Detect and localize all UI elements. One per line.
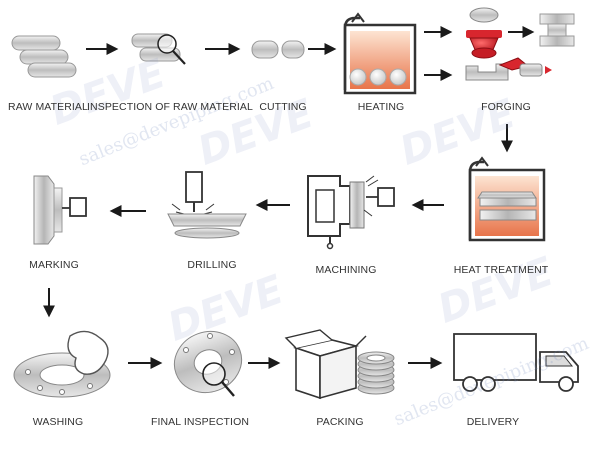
drilling-station xyxy=(167,171,247,239)
final-inspection-icon xyxy=(173,331,243,397)
inspection-raw-icon xyxy=(131,33,186,65)
label-washing: WASHING xyxy=(32,416,84,428)
label-machining: MACHINING xyxy=(315,264,377,276)
forged-blank xyxy=(539,13,575,47)
label-cutting: CUTTING xyxy=(259,101,307,113)
heating-furnace xyxy=(343,12,417,95)
label-marking: MARKING xyxy=(29,259,79,271)
heat-treatment-furnace xyxy=(468,156,546,242)
raw-material-bars xyxy=(11,35,77,78)
label-packing: PACKING xyxy=(316,416,364,428)
label-heat-treatment: HEAT TREATMENT xyxy=(453,264,549,276)
label-final-inspection: FINAL INSPECTION xyxy=(150,416,250,428)
label-raw-material: RAW MATERIAL xyxy=(8,101,88,113)
label-heating: HEATING xyxy=(357,101,405,113)
label-forging: FORGING xyxy=(481,101,531,113)
label-inspection-raw: INSPECTION OF RAW MATERIAL xyxy=(87,101,253,113)
delivery-truck xyxy=(453,333,579,392)
label-delivery: DELIVERY xyxy=(466,416,520,428)
marking-station xyxy=(33,175,87,245)
cutting-billets xyxy=(251,40,305,59)
packing-box xyxy=(284,329,367,400)
washing-flange xyxy=(13,330,111,398)
packing-ring-stack xyxy=(357,351,395,395)
machining-lathe xyxy=(307,175,395,250)
forging-dies xyxy=(465,7,552,81)
label-drilling: DRILLING xyxy=(187,259,237,271)
